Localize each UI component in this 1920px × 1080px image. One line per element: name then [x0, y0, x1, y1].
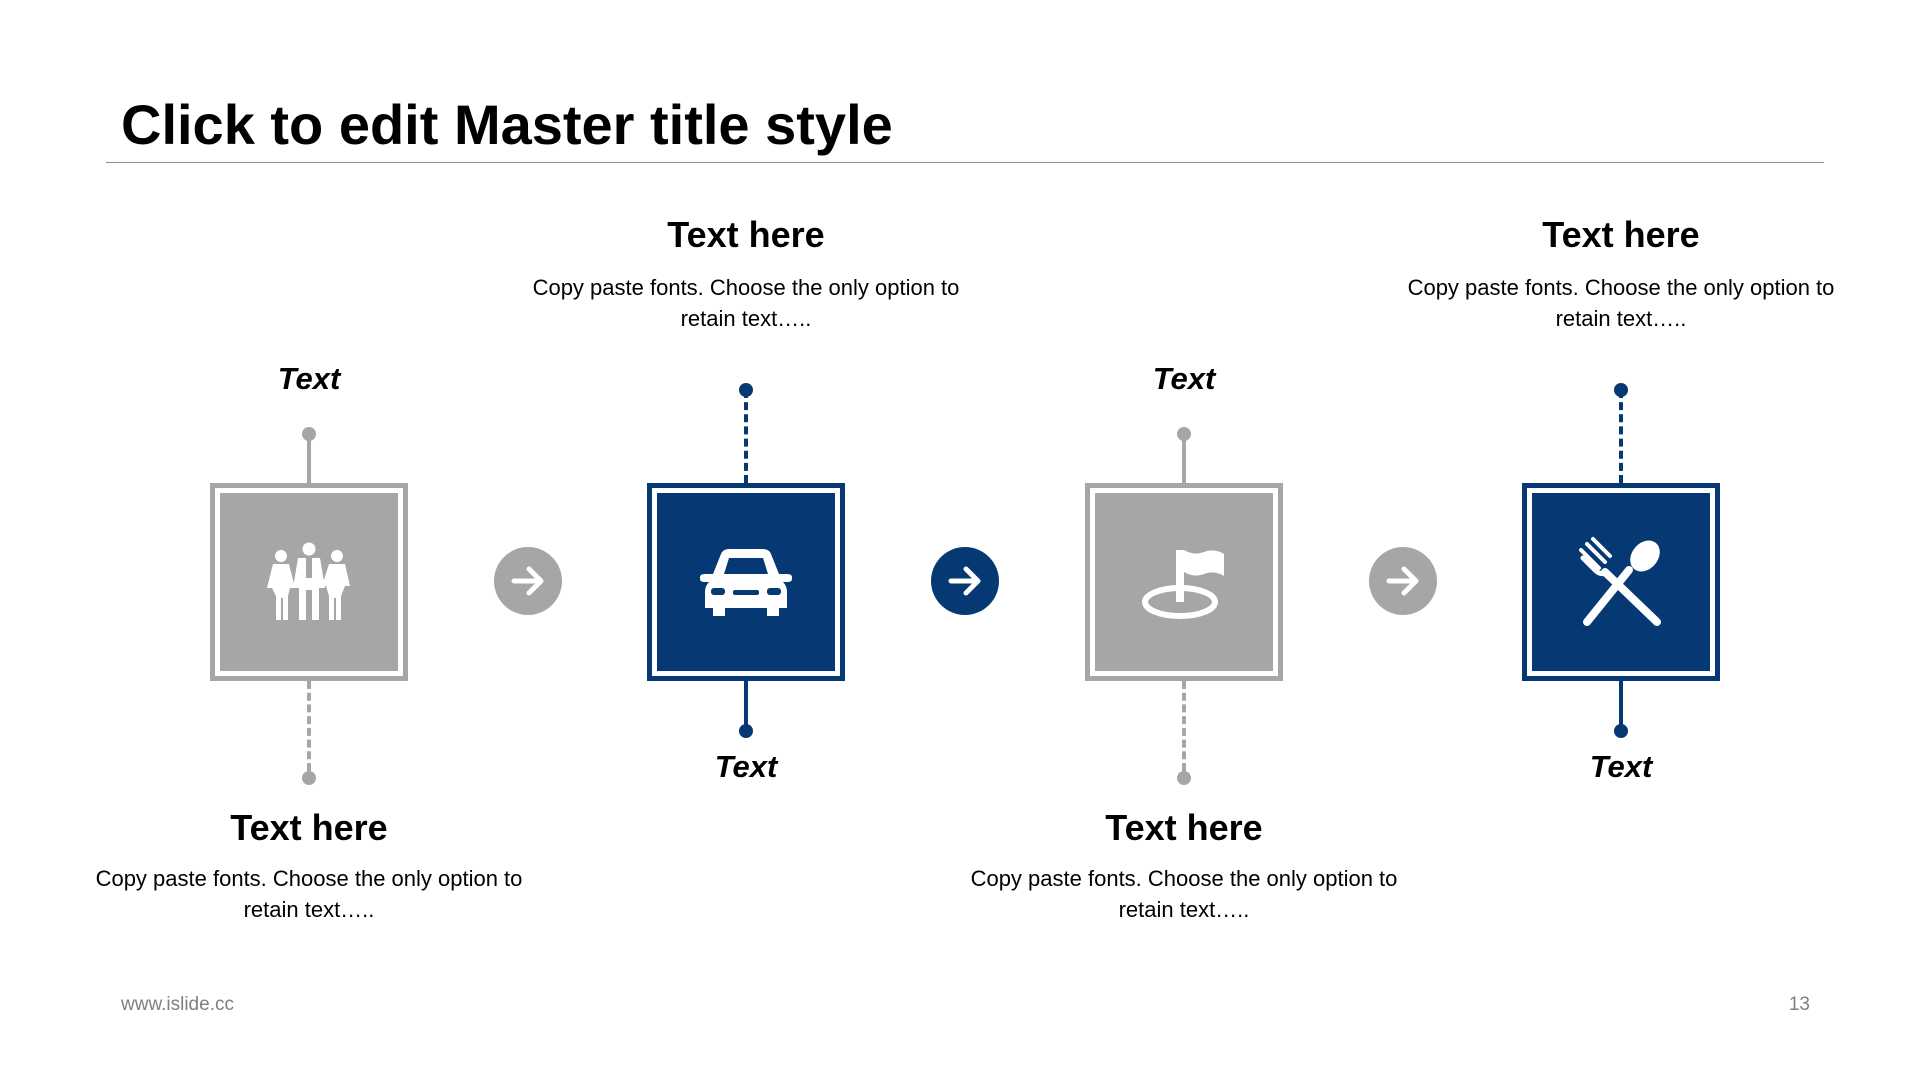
- car-icon: [700, 549, 792, 616]
- step-3-description[interactable]: Copy paste fonts. Choose the only option…: [970, 866, 1398, 922]
- flag-target-icon: [1142, 550, 1224, 619]
- step-1-box[interactable]: [210, 483, 408, 681]
- arrow-right-icon: [1386, 566, 1419, 596]
- step-2-to-3-arrow: [931, 547, 999, 615]
- footer-url[interactable]: www.islide.cc: [121, 994, 234, 1015]
- slide-title[interactable]: Click to edit Master title style: [121, 93, 893, 156]
- step-3-to-4-arrow: [1369, 547, 1437, 615]
- step-2-tag[interactable]: Text: [714, 749, 778, 784]
- step-1-bottom-connector: [307, 681, 311, 771]
- step-1-tag[interactable]: Text: [277, 361, 341, 396]
- step-1-box-fill: [220, 493, 398, 671]
- step-4-bottom-connector: [1619, 681, 1623, 726]
- step-1-top-connector: [307, 434, 311, 483]
- step-4-box-fill: [1532, 493, 1710, 671]
- page-number: 13: [1788, 994, 1810, 1015]
- step-4-heading[interactable]: Text here: [1542, 214, 1700, 255]
- people-group-icon: [267, 542, 350, 620]
- step-2-bottom-dot: [739, 724, 753, 738]
- step-2-bottom-connector: [744, 681, 748, 726]
- step-3-heading[interactable]: Text here: [1105, 807, 1263, 848]
- step-2-box-fill: [657, 493, 835, 671]
- step-3-box-fill: [1095, 493, 1273, 671]
- step-4-bottom-dot: [1614, 724, 1628, 738]
- step-2-top-connector: [744, 390, 748, 483]
- title-divider: [106, 162, 1824, 163]
- step-1-bottom-dot: [302, 771, 316, 785]
- step-1-heading[interactable]: Text here: [230, 807, 388, 848]
- step-3-bottom-connector: [1182, 681, 1186, 771]
- step-2-description[interactable]: Copy paste fonts. Choose the only option…: [532, 275, 960, 331]
- step-4-tag[interactable]: Text: [1589, 749, 1653, 784]
- step-4-box[interactable]: [1522, 483, 1720, 681]
- step-1-to-2-arrow: [494, 547, 562, 615]
- step-3-tag[interactable]: Text: [1152, 361, 1216, 396]
- step-3-box[interactable]: [1085, 483, 1283, 681]
- step-1-description[interactable]: Copy paste fonts. Choose the only option…: [95, 866, 523, 922]
- step-4-description[interactable]: Copy paste fonts. Choose the only option…: [1407, 275, 1835, 331]
- step-2-heading[interactable]: Text here: [667, 214, 825, 255]
- arrow-right-icon: [948, 566, 981, 596]
- arrow-right-icon: [511, 566, 544, 596]
- step-3-bottom-dot: [1177, 771, 1191, 785]
- fork-spoon-icon: [1579, 537, 1661, 626]
- step-4-top-connector: [1619, 390, 1623, 483]
- step-3-top-connector: [1182, 434, 1186, 483]
- step-2-box[interactable]: [647, 483, 845, 681]
